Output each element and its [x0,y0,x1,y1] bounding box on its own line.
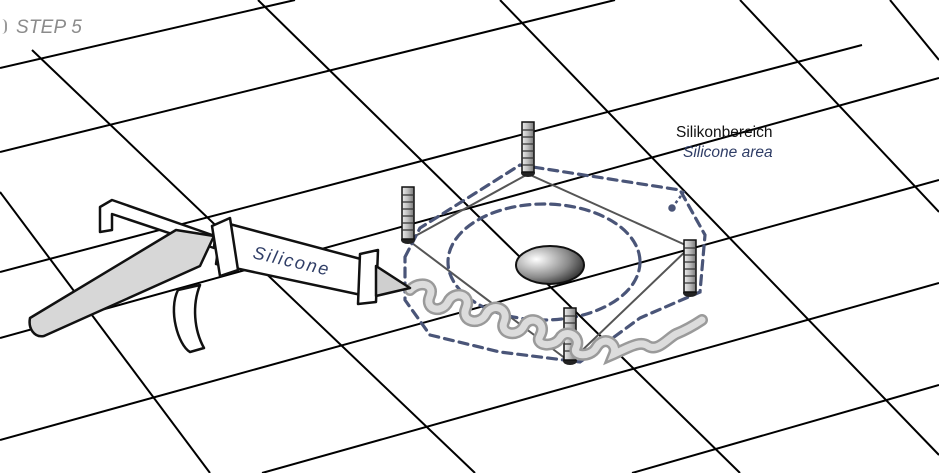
silicone-nozzle [374,264,412,298]
area-pointer [668,188,688,212]
step-marker [2,19,7,34]
silicone-area-label-de: Silikonbereich [676,124,773,141]
gun-collar-rear [210,216,240,278]
gun-collar-front [356,248,380,306]
center-hole [515,245,585,285]
silicone-area-label-en: Silicone area [683,144,773,161]
screw-left [401,186,415,244]
gun-handle [28,228,216,338]
gun-trigger [172,283,206,354]
screw-right [683,239,697,297]
step-title: STEP 5 [16,17,82,38]
silicone-area-label: Silikonbereich Silicone area [676,124,773,162]
screw-top [521,121,535,177]
caulking-gun [28,198,412,354]
